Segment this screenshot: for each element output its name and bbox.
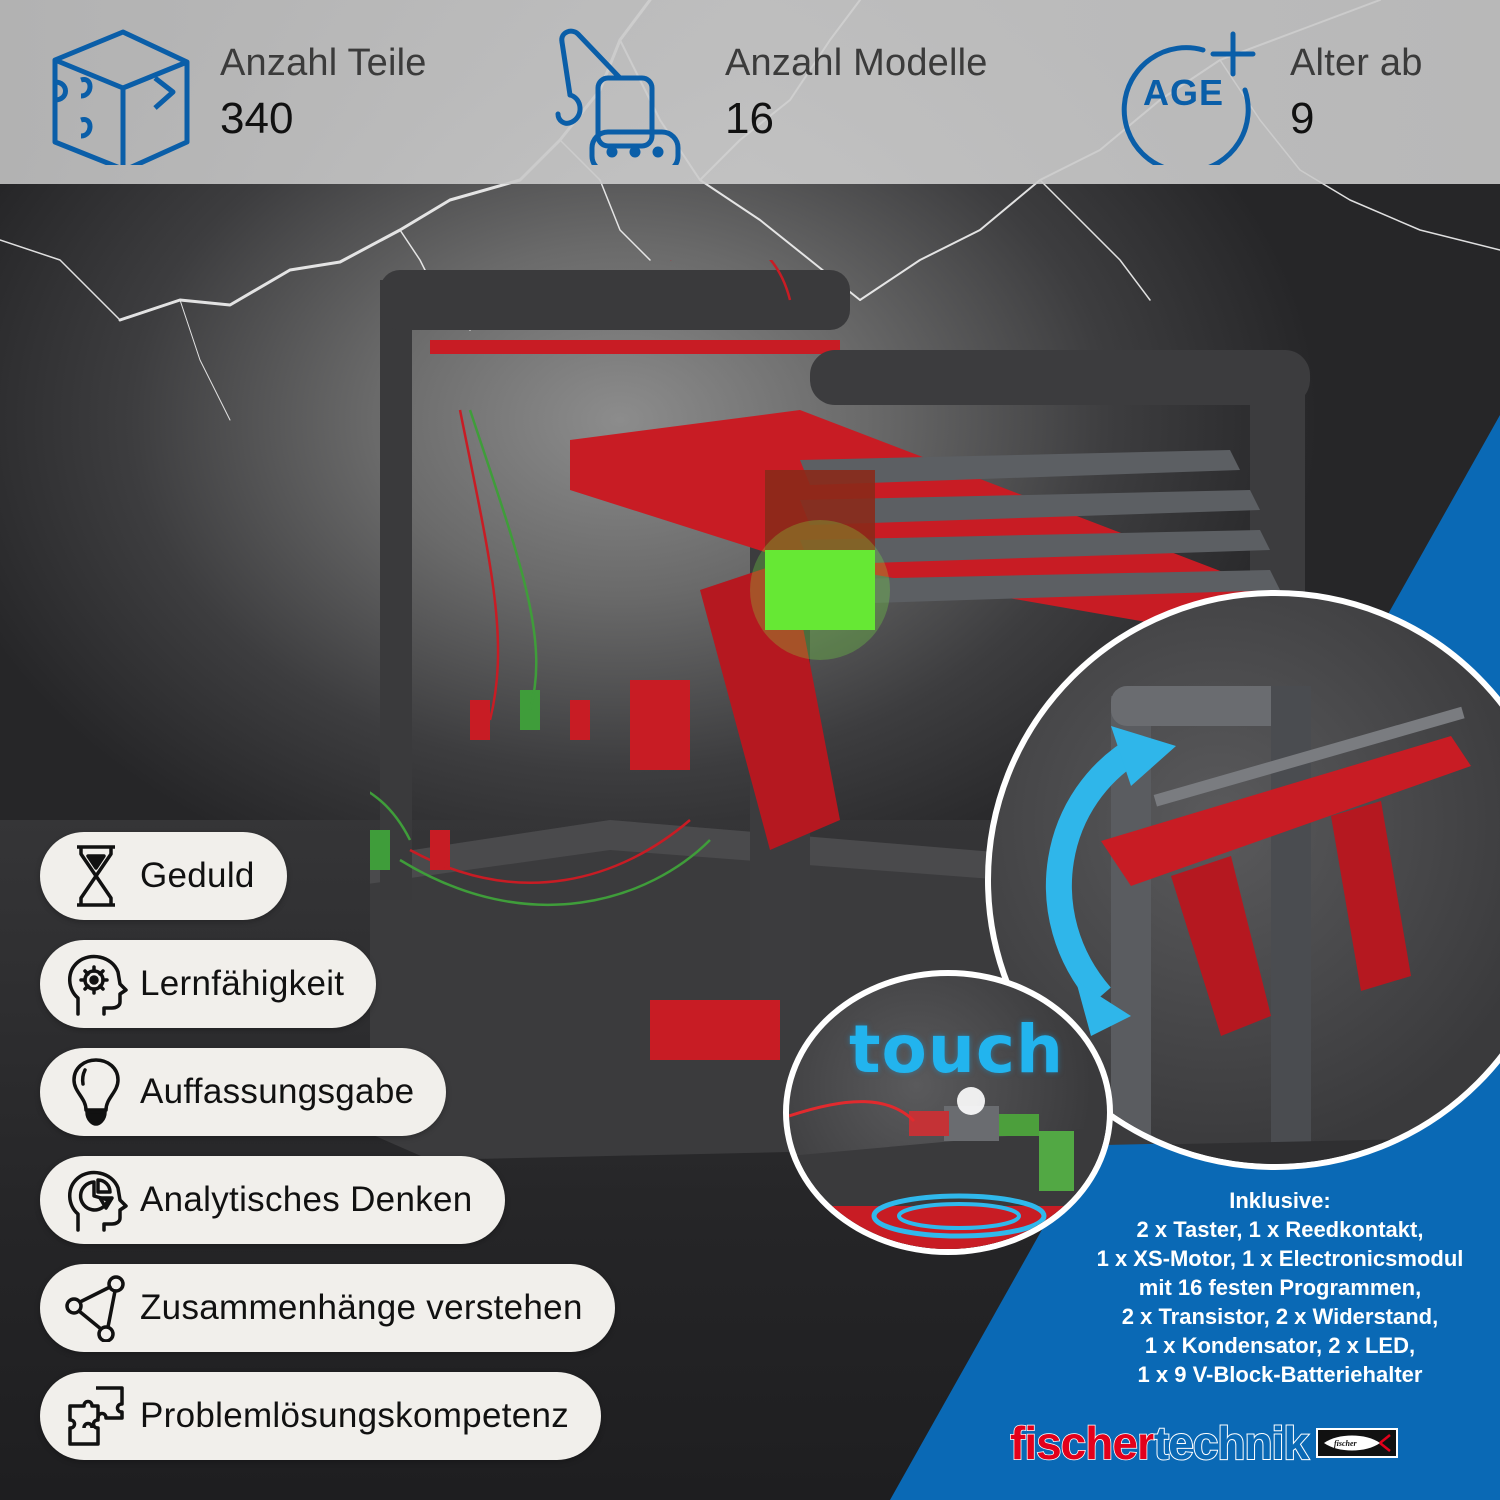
skill-problemloesungskompetenz: Problemlösungskompetenz [40, 1372, 602, 1460]
inset-touch-sensor: touch [783, 970, 1113, 1255]
inclusive-line: 2 x Transistor, 2 x Widerstand, [1121, 1304, 1439, 1329]
skill-label: Auffassungsgabe [140, 1072, 415, 1111]
stat-models-value: 16 [725, 93, 774, 143]
skill-zusammenhaenge-verstehen: Zusammenhänge verstehen [40, 1264, 615, 1352]
network-nodes-icon [64, 1275, 128, 1342]
head-chart-icon [64, 1168, 128, 1232]
lightbulb-icon [64, 1058, 128, 1126]
skill-label: Analytisches Denken [140, 1180, 473, 1219]
skill-label: Zusammenhänge verstehen [140, 1288, 583, 1327]
stat-parts-value: 340 [220, 93, 294, 143]
brand-logo: fischer technik fischer [1009, 1416, 1398, 1469]
fish-badge-icon: fischer [1315, 1427, 1398, 1458]
skill-label: Geduld [140, 856, 255, 895]
brand-logo-part2: technik [1153, 1416, 1310, 1469]
hourglass-icon [64, 844, 128, 908]
touch-label: touch [849, 1011, 1064, 1088]
skill-analytisches-denken: Analytisches Denken [40, 1156, 505, 1244]
skill-label: Lernfähigkeit [140, 964, 345, 1003]
head-gear-icon [64, 952, 128, 1016]
skill-lernfaehigkeit: Lernfähigkeit [40, 940, 377, 1028]
inclusive-line: 2 x Taster, 1 x Reedkontakt, [1136, 1217, 1424, 1242]
stats-header: Anzahl Teile 340 Anzahl Modelle 16 [0, 0, 1500, 184]
stat-parts-label: Anzahl Teile [220, 42, 427, 85]
age-icon-text: AGE [1143, 71, 1225, 113]
brand-logo-part1: fischer [1009, 1416, 1155, 1469]
inclusive-line: mit 16 festen Programmen, [1138, 1275, 1422, 1300]
inclusive-line: 1 x 9 V-Block-Batteriehalter [1137, 1362, 1423, 1387]
puzzle-pieces-icon [64, 1384, 128, 1448]
touch-sensor-illustration [789, 1087, 1107, 1249]
skill-auffassungsgabe: Auffassungsgabe [40, 1048, 447, 1136]
puzzle-cube-icon [45, 20, 190, 165]
inclusive-line: 1 x XS-Motor, 1 x Electronicsmodul [1096, 1246, 1464, 1271]
skill-geduld: Geduld [40, 832, 287, 920]
stat-age: AGE Alter ab 9 [1115, 0, 1423, 184]
inclusive-title: Inklusive: [1229, 1188, 1331, 1213]
skill-label: Problemlösungskompetenz [140, 1396, 570, 1435]
inclusive-contents: Inklusive: 2 x Taster, 1 x Reedkontakt, … [1050, 1186, 1500, 1389]
fish-badge-text: fischer [1334, 1439, 1358, 1448]
stat-parts: Anzahl Teile 340 [45, 0, 427, 184]
stat-models-label: Anzahl Modelle [725, 42, 988, 85]
crane-model-icon [550, 20, 695, 165]
stat-age-label: Alter ab [1290, 42, 1423, 85]
age-plus-icon: AGE [1115, 20, 1260, 165]
inclusive-line: 1 x Kondensator, 2 x LED, [1144, 1333, 1416, 1358]
stat-age-value: 9 [1290, 93, 1315, 143]
stat-models: Anzahl Modelle 16 [550, 0, 988, 184]
